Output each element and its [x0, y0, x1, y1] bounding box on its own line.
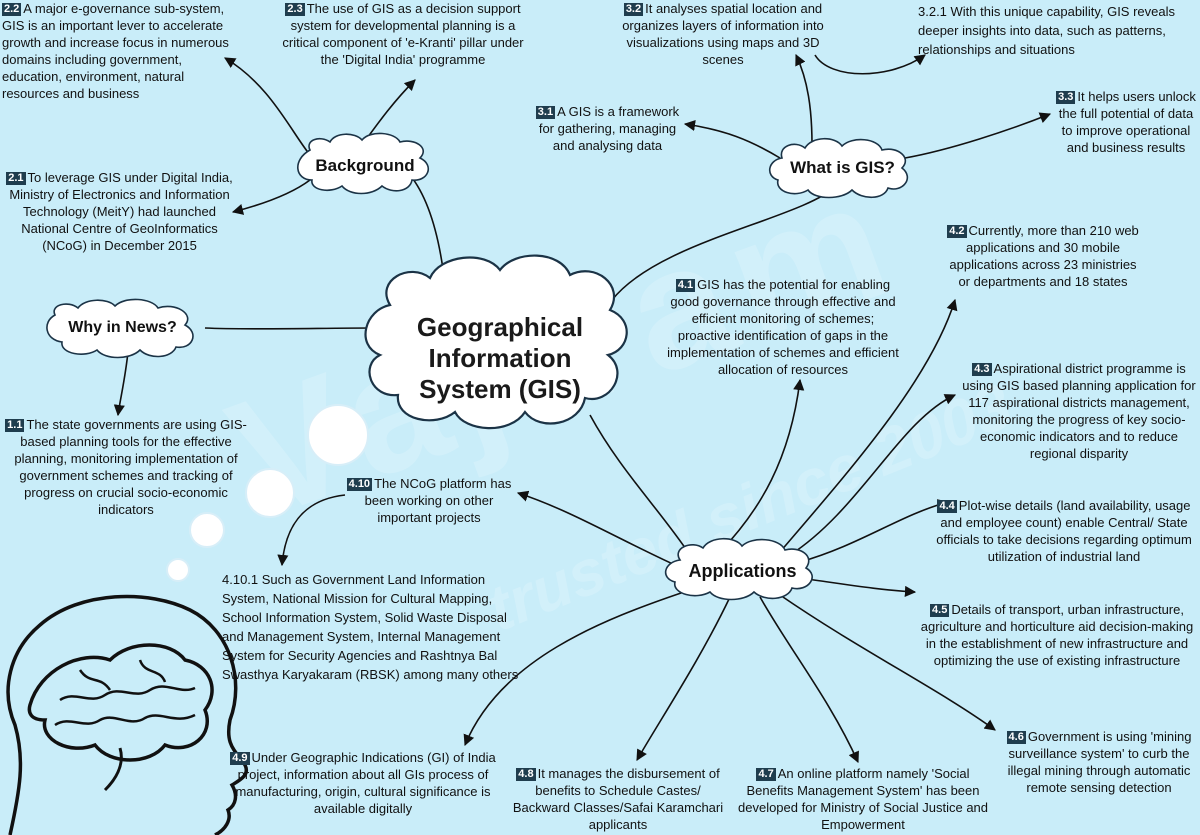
node-text: Aspirational district programme is using… — [962, 361, 1196, 461]
connector-what-3-3 — [904, 112, 1052, 159]
node-number-badge: 4.5 — [930, 604, 950, 617]
node-number-badge: 4.7 — [756, 768, 776, 781]
node-3-2-1: 3.2.1 With this unique capability, GIS r… — [918, 2, 1200, 59]
connector-4-10-4-10-1 — [277, 494, 346, 567]
connector-app-4-1 — [719, 378, 805, 553]
node-text: The state governments are using GIS-base… — [14, 417, 247, 517]
node-number-badge: 4.8 — [516, 768, 536, 781]
node-number-badge: 4.9 — [230, 752, 250, 765]
connector-app-4-7 — [759, 596, 859, 764]
node-text: Plot-wise details (land availability, us… — [936, 498, 1192, 564]
connector-app-4-5 — [799, 577, 917, 598]
node-text: GIS has the potential for enabling good … — [667, 277, 899, 377]
center-title-line3: System (GIS) — [419, 374, 581, 404]
background-cloud-shape — [297, 132, 430, 195]
connector-app-4-9 — [463, 589, 691, 747]
connector-app-4-3 — [789, 394, 957, 556]
brain-head-illustration — [6, 594, 248, 835]
node-text: An online platform namely 'Social Benefi… — [738, 766, 989, 832]
node-text: The NCoG platform has been working on ot… — [364, 476, 512, 525]
center-cloud-shape — [364, 254, 628, 430]
news-cloud-shape — [46, 298, 194, 359]
connector-center-news — [204, 327, 376, 330]
connector-center-what — [611, 184, 839, 301]
node-text: It manages the disbursement of benefits … — [512, 766, 724, 832]
node-text: The use of GIS as a decision support sys… — [282, 1, 524, 67]
connector-what-3-2 — [795, 53, 813, 146]
node-number-badge: 3.3 — [1056, 91, 1076, 104]
connector-background-2-2 — [224, 57, 311, 156]
node-number-badge: 4.2 — [947, 225, 967, 238]
node-text: It analyses spatial location and organiz… — [622, 1, 824, 67]
node-number-badge: 2.3 — [285, 3, 305, 16]
node-text: Currently, more than 210 web application… — [949, 223, 1139, 289]
connector-news-1-1 — [113, 351, 129, 417]
connector-what-3-1 — [683, 119, 781, 159]
connector-background-2-1 — [231, 179, 311, 215]
node-number-badge: 2.2 — [2, 3, 22, 16]
node-number-badge: 3.2 — [623, 3, 644, 16]
what-is-gis-hub-label: What is GIS? — [790, 158, 895, 177]
connector-app-4-10 — [516, 490, 676, 566]
node-number-badge: 4.1 — [675, 279, 696, 292]
node-text: Government is using 'mining surveillance… — [1007, 729, 1192, 795]
node-4-10-1: 4.10.1 Such as Government Land Informati… — [222, 570, 524, 684]
node-number-badge: 4.6 — [1006, 731, 1026, 744]
node-text: 4.10.1 Such as Government Land Informati… — [222, 572, 519, 682]
node-text: Details of transport, urban infrastructu… — [920, 602, 1194, 668]
why-in-news-hub-label: Why in News? — [68, 319, 177, 336]
node-number-badge: 1.1 — [5, 419, 25, 432]
node-number-badge: 4.3 — [972, 363, 992, 376]
node-text: A GIS is a framework for gathering, mana… — [538, 104, 680, 153]
center-title-line2: Information — [428, 343, 572, 373]
node-text: Under Geographic Indications (GI) of Ind… — [235, 750, 496, 816]
connector-app-4-6 — [779, 594, 996, 731]
what-cloud-shape — [769, 137, 909, 199]
node-number-badge: 3.1 — [535, 106, 556, 119]
background-hub-label: Background — [315, 156, 415, 175]
thought-bubbles — [166, 404, 369, 582]
center-title: Geographical Information System (GIS) — [395, 312, 605, 405]
node-text: It helps users unlock the full potential… — [1058, 89, 1196, 155]
connector-center-applications — [589, 414, 691, 556]
node-text: 3.2.1 With this unique capability, GIS r… — [918, 4, 1175, 57]
applications-cloud-shape — [664, 537, 813, 601]
connector-app-4-4 — [799, 499, 950, 563]
connector-3-2-3-2-1 — [814, 54, 926, 75]
center-title-line1: Geographical — [416, 312, 584, 342]
node-text: A major e-governance sub-system, GIS is … — [2, 1, 229, 101]
node-number-badge: 4.10 — [346, 478, 373, 491]
connector-app-4-8 — [636, 596, 731, 761]
node-number-badge: 2.1 — [6, 172, 26, 185]
applications-hub-label: Applications — [688, 561, 797, 581]
node-text: To leverage GIS under Digital India, Min… — [9, 170, 233, 253]
node-number-badge: 4.4 — [937, 500, 957, 513]
connector-app-4-2 — [779, 298, 958, 553]
